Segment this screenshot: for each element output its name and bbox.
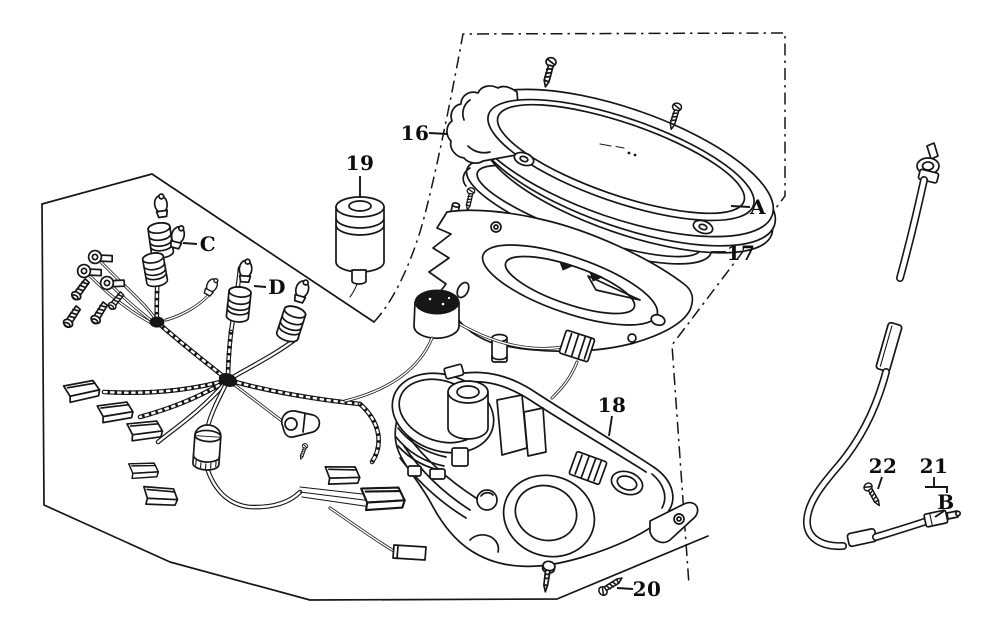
callout-22: 22	[868, 454, 898, 478]
bulb-D	[237, 257, 254, 284]
speedometer-mechanism	[391, 363, 547, 480]
leader-21	[925, 486, 948, 493]
cover-screw-top-left	[540, 56, 558, 89]
meter-face-plate	[428, 209, 694, 363]
leader-16	[428, 132, 449, 135]
cable-screw-22	[861, 480, 885, 509]
meter-cover	[446, 85, 777, 254]
callout-C: C	[199, 232, 217, 256]
leader-22	[877, 476, 883, 490]
leader-B	[934, 510, 945, 518]
leader-C	[182, 242, 198, 245]
plate-connector	[558, 329, 596, 363]
bulb-socket-19	[335, 196, 385, 298]
wire-harness	[61, 192, 434, 561]
flag-terminal	[392, 544, 427, 561]
harness-clamp	[280, 410, 321, 461]
case-bolt	[541, 560, 556, 593]
callout-D: D	[268, 275, 286, 299]
meter-lower-case	[391, 363, 699, 568]
fuse-holder	[192, 424, 222, 471]
callout-A: A	[749, 195, 767, 219]
plate-screw-small	[463, 186, 476, 212]
leader-18	[608, 415, 613, 437]
speedometer-cable	[803, 142, 962, 551]
leader-D	[253, 285, 267, 288]
callout-16: 16	[400, 121, 430, 145]
callout-20: 20	[632, 577, 662, 601]
callout-leader-lines	[182, 132, 948, 590]
callout-21: 21	[919, 454, 949, 478]
illumination-drum	[413, 281, 596, 400]
meter-region-border	[373, 32, 786, 586]
callout-17: 17	[726, 241, 756, 265]
callout-B: B	[937, 490, 955, 514]
leader-20	[616, 587, 634, 590]
callout-18: 18	[597, 393, 627, 417]
bulb-C	[167, 223, 188, 251]
callout-19: 19	[345, 151, 375, 175]
leader-A	[730, 205, 751, 208]
harness-region-border	[41, 173, 709, 601]
